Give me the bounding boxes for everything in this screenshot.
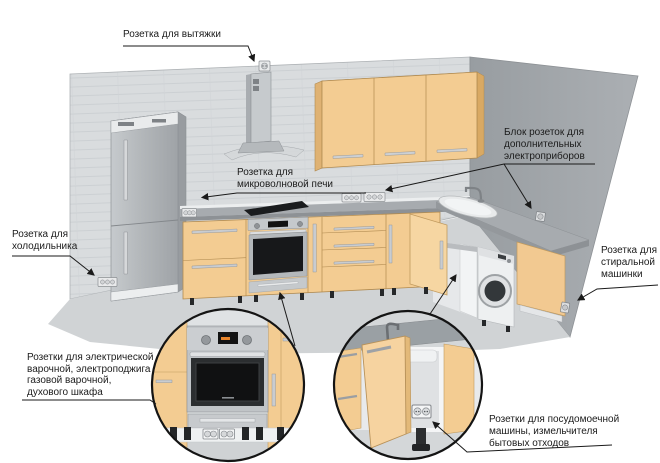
drawer-handle <box>191 263 238 269</box>
leader-outlet-block-b <box>503 163 532 209</box>
fridge-outlet <box>97 277 118 287</box>
end-panel <box>516 241 566 323</box>
microwave-outlet <box>181 208 197 218</box>
magnifier-circle-left <box>150 307 306 463</box>
inset-faucet <box>385 322 400 342</box>
leader-dishwasher <box>432 421 613 453</box>
inset-oven-glass <box>195 362 260 402</box>
sink <box>438 186 498 219</box>
label-cooktop-outlets: Розетки для электрической варочной, элек… <box>27 352 154 398</box>
cabinet-handle <box>384 151 416 156</box>
filler-door-handle <box>312 223 317 273</box>
leader-inset-left-arrow <box>278 291 296 347</box>
washing-machine <box>477 246 515 332</box>
callout-lines <box>12 45 659 453</box>
leader-cooktop-label <box>22 399 157 405</box>
cooker-hood <box>223 71 305 161</box>
wall-outlets <box>97 60 571 314</box>
label-fridge-outlet: Розетка для холодильника <box>12 229 78 252</box>
base-cabinets <box>182 211 448 305</box>
inset-sink-outlets <box>411 404 432 419</box>
faucet <box>464 186 483 202</box>
inset-oven-knob <box>201 335 211 345</box>
leader-inset-right-arrow <box>429 274 457 315</box>
refrigerator <box>110 111 187 302</box>
fridge-handle-upper <box>123 139 128 201</box>
cabinet-handle <box>436 148 468 153</box>
label-washer-outlet: Розетка для стиральной машинки <box>601 245 657 280</box>
drawer-handle <box>333 260 375 265</box>
label-microwave-outlet: Розетка для микроволновой печи <box>237 167 333 190</box>
fridge-door-seam <box>110 219 179 227</box>
oven-knob <box>254 223 260 229</box>
oven-glass <box>253 236 303 275</box>
label-hood-outlet: Розетка для вытяжки <box>123 29 221 40</box>
inset-drain-pipe <box>416 428 426 448</box>
label-dishwasher-outlets: Розетки для посудомоечной машины, измель… <box>489 414 620 449</box>
inset-plinth-outlets <box>202 428 235 440</box>
wall-cabinets <box>314 71 485 172</box>
leader-washer <box>577 284 659 301</box>
washer-knob <box>507 259 511 263</box>
magnifier-circle-right <box>332 309 484 461</box>
cooktop <box>244 201 309 216</box>
fridge-vent-grille <box>118 122 134 126</box>
drawer-handle <box>191 228 238 234</box>
drawer-handle <box>333 226 375 231</box>
backsplash-outlet-block-2 <box>363 192 386 202</box>
oven <box>247 216 309 294</box>
hood-outlet <box>258 60 271 72</box>
washer-outlet <box>560 301 571 314</box>
cabinet-handle <box>332 154 364 159</box>
drawer-handle <box>333 243 375 248</box>
inset-sink-cabinet-outlets <box>332 309 484 461</box>
open-cabinet-door <box>409 213 448 296</box>
inset-oven-handle <box>189 351 266 357</box>
leader-hood <box>123 45 256 63</box>
inset-door-handle <box>366 345 392 354</box>
inset-oven-knob <box>242 335 252 345</box>
fridge-handle-lower <box>123 231 128 275</box>
washer-display <box>498 254 506 260</box>
hood-vent <box>253 79 259 84</box>
inset-feet <box>170 427 284 440</box>
inset-oven <box>186 325 269 413</box>
oven-display <box>268 220 288 228</box>
inset-open-door <box>361 335 407 449</box>
right-wall-outlet <box>535 211 546 222</box>
oven-knob <box>297 221 303 227</box>
leader-microwave <box>200 192 366 201</box>
leader-fridge <box>12 255 95 276</box>
label-outlet-block: Блок розеток для дополнительных электроп… <box>504 127 585 162</box>
backsplash-outlet-block-1 <box>341 193 362 203</box>
cabinet-feet <box>190 287 428 305</box>
